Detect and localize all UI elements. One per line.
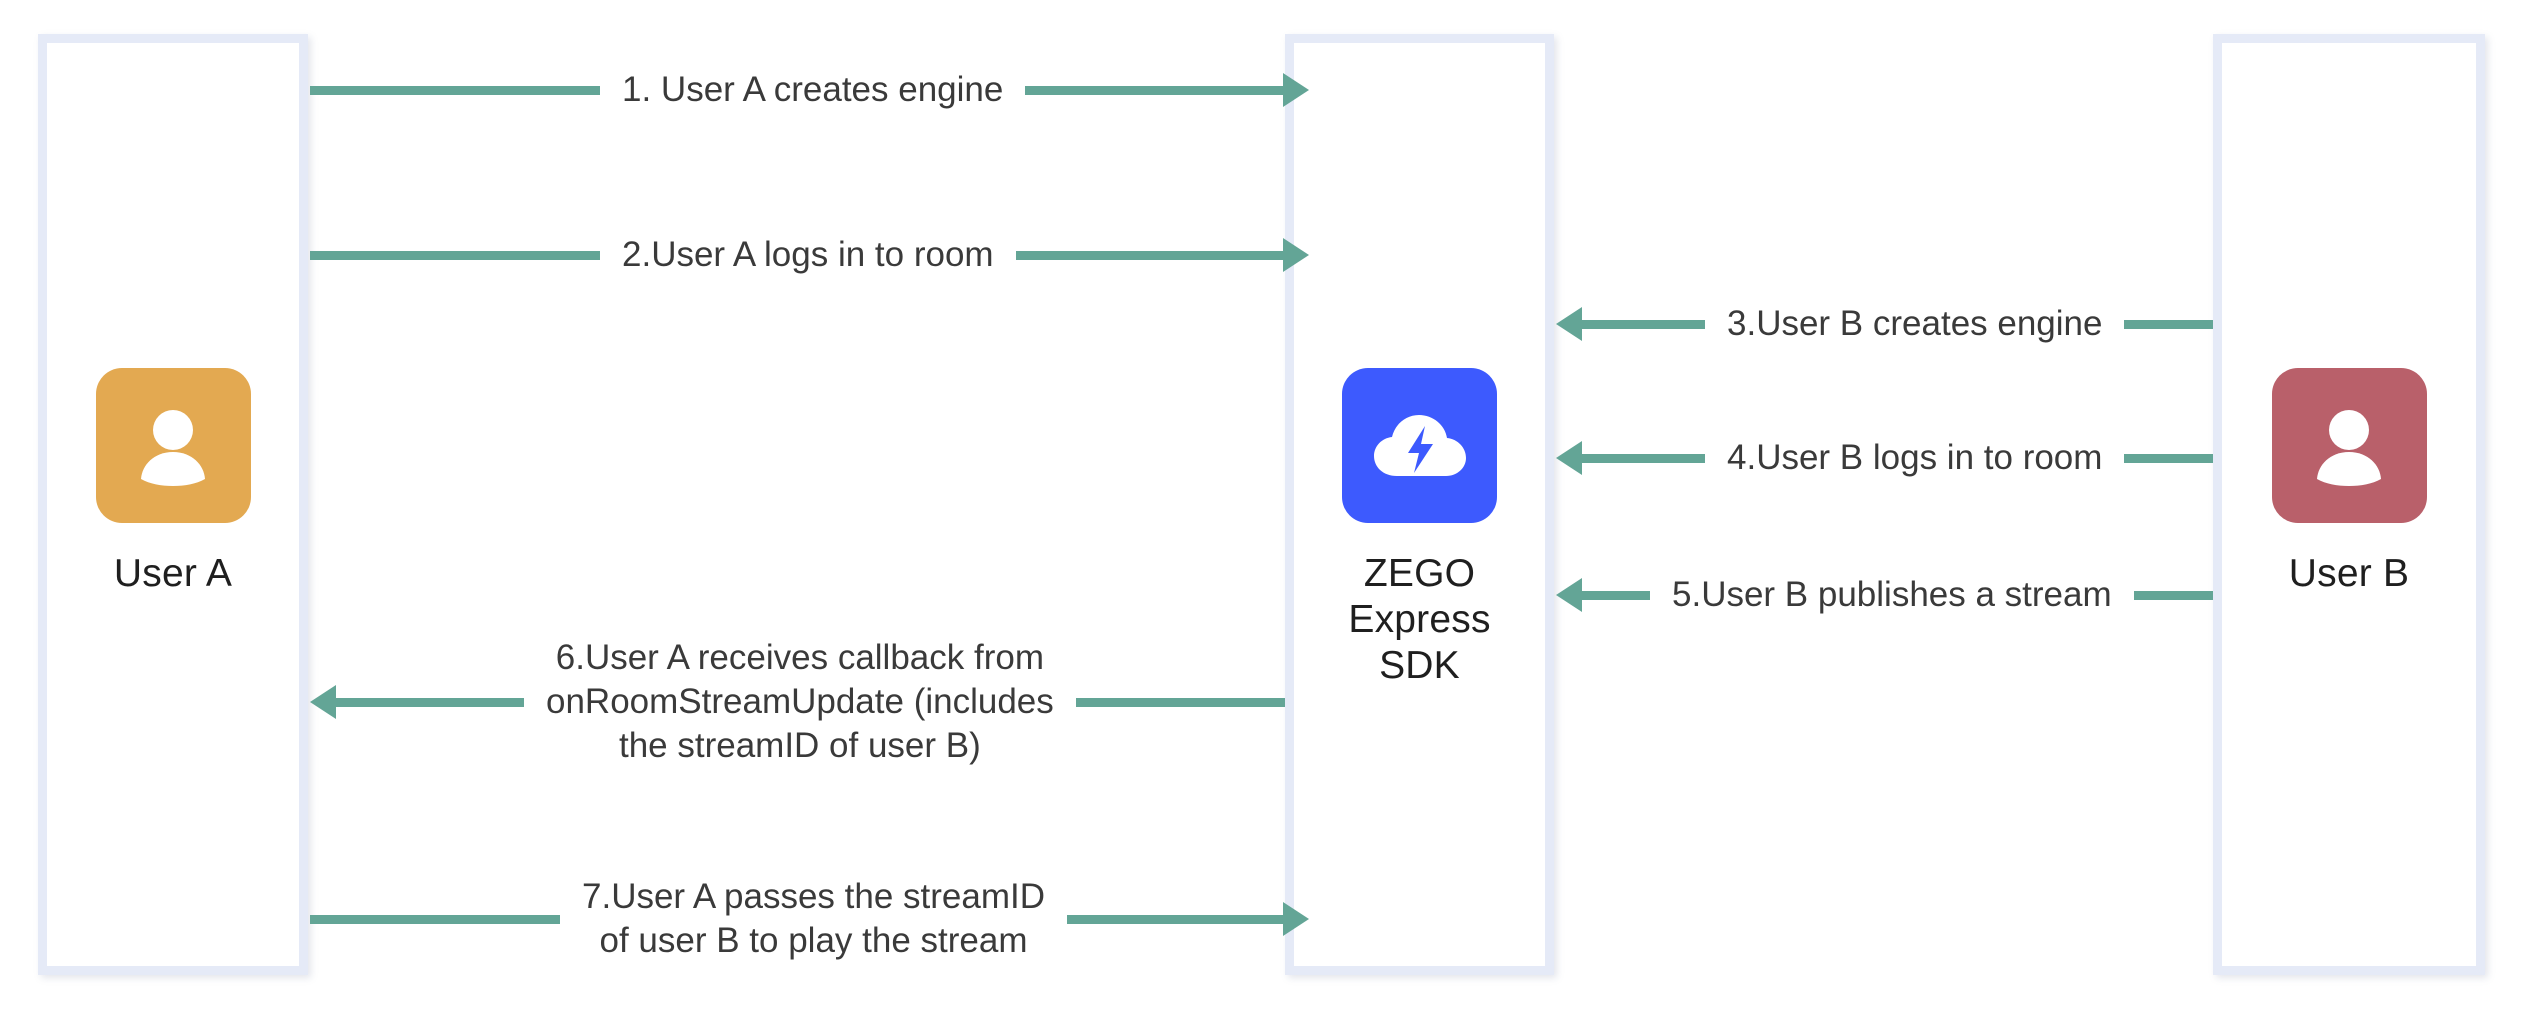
message-label-3: 3.User B creates engine xyxy=(1727,304,2103,343)
message-label-7: 7.User A passes the streamID of user B t… xyxy=(582,877,1045,961)
arrow-line-left-7 xyxy=(310,914,560,924)
arrow-line-left-1 xyxy=(310,85,600,95)
arrow-line-left-head-5 xyxy=(1580,590,1650,600)
message-arrow-5: 5.User B publishes a stream xyxy=(1580,573,2213,617)
person-avatar-icon xyxy=(2271,368,2427,523)
message-arrow-4: 4.User B logs in to room xyxy=(1580,436,2213,480)
actor-user-a: User A xyxy=(38,368,308,597)
arrow-line-right-3 xyxy=(2124,319,2213,329)
actor-user-b: User B xyxy=(2213,368,2485,597)
message-arrow-1: 1. User A creates engine xyxy=(310,68,1285,112)
arrow-line-left-2 xyxy=(310,250,600,260)
actor-label-user-b: User B xyxy=(2288,552,2410,595)
arrow-line-right-4 xyxy=(2124,453,2213,463)
arrow-line-left-head-4 xyxy=(1580,453,1705,463)
message-label-6: 6.User A receives callback from onRoomSt… xyxy=(546,638,1054,766)
arrow-line-left-head-6 xyxy=(334,697,524,707)
cloud-lightning-icon xyxy=(1342,368,1497,523)
arrow-line-right-5 xyxy=(2133,590,2213,600)
message-label-5: 5.User B publishes a stream xyxy=(1672,575,2112,614)
arrow-line-right-head-7 xyxy=(1066,914,1285,924)
message-label-2: 2.User A logs in to room xyxy=(622,235,994,274)
message-arrow-6: 6.User A receives callback from onRoomSt… xyxy=(334,636,1285,768)
arrow-line-right-head-1 xyxy=(1025,85,1285,95)
actor-label-zego-express-sdk: ZEGO Express SDK xyxy=(1348,552,1491,688)
actor-label-user-a: User A xyxy=(113,552,233,595)
message-label-1: 1. User A creates engine xyxy=(622,70,1004,109)
actor-zego-express-sdk: ZEGO Express SDK xyxy=(1285,368,1554,689)
arrow-line-left-head-3 xyxy=(1580,319,1705,329)
message-label-4: 4.User B logs in to room xyxy=(1727,438,2103,477)
message-arrow-3: 3.User B creates engine xyxy=(1580,302,2213,346)
arrow-line-right-6 xyxy=(1075,697,1285,707)
message-arrow-7: 7.User A passes the streamID of user B t… xyxy=(310,875,1285,963)
arrow-line-right-head-2 xyxy=(1015,250,1285,260)
person-avatar-icon xyxy=(95,368,251,523)
message-arrow-2: 2.User A logs in to room xyxy=(310,233,1285,277)
